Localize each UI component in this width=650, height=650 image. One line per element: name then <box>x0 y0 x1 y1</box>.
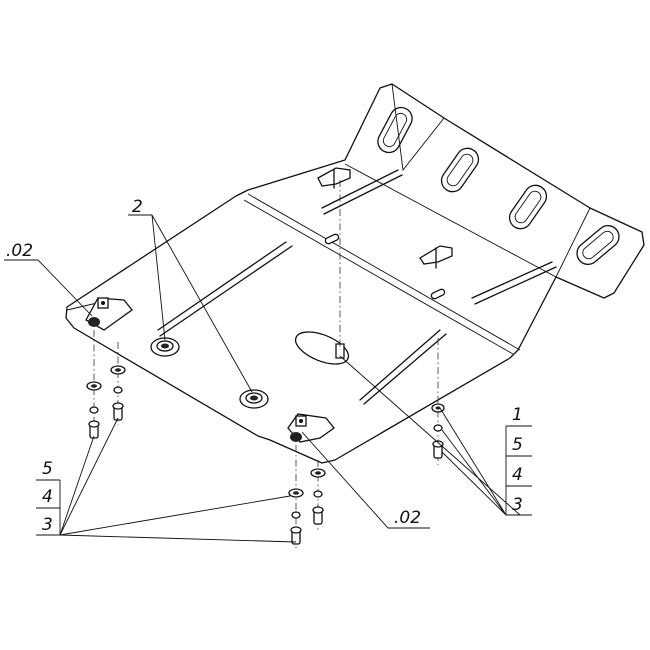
callout-right-3: 3 <box>512 495 523 515</box>
fastener-stack-front-2 <box>310 468 326 525</box>
callout-stack-left: 5 4 3 <box>36 417 297 543</box>
rib-center-top <box>321 169 403 215</box>
oval-slot-2 <box>440 147 480 193</box>
fold-tab-2 <box>430 288 446 300</box>
callout-stack-right: 1 5 4 3 <box>439 405 532 516</box>
rib-right-top <box>471 261 557 305</box>
callout-left-4: 4 <box>42 487 53 507</box>
callout-left-3: 3 <box>42 515 53 535</box>
callout-label-02-left: .02 <box>6 241 33 261</box>
callout-right-4: 4 <box>512 465 523 485</box>
front-fold-line <box>247 193 521 351</box>
fastener-stack-left-2 <box>110 365 126 421</box>
rubber-grommet-2 <box>239 389 269 409</box>
rear-fold-line <box>344 163 557 278</box>
front-mount-bracket <box>287 413 335 443</box>
fold-tab-1 <box>324 233 340 245</box>
callout-right-1: 1 <box>512 405 523 425</box>
upper-bracket-1 <box>317 167 351 189</box>
center-stud <box>335 343 345 359</box>
callout-left-5: 5 <box>42 459 53 479</box>
callout-right-5: 5 <box>512 435 523 455</box>
oval-slot-1 <box>377 106 413 154</box>
rib-front <box>359 329 447 405</box>
callout-label-02-bottom: .02 <box>394 508 421 528</box>
oval-slot-4 <box>576 224 620 266</box>
rear-fold-line-2 <box>391 83 445 172</box>
side-bend-right <box>555 207 591 278</box>
callout-leader-2 <box>128 214 253 393</box>
oval-slot-3 <box>508 184 548 230</box>
upper-bracket-2 <box>419 245 453 269</box>
callout-label-2: 2 <box>132 197 143 217</box>
callout-leader-02-bottom <box>301 431 430 529</box>
callout-leader-02-left <box>4 259 93 317</box>
fastener-stack-right <box>431 403 445 459</box>
left-mount-bracket <box>85 297 133 331</box>
front-fold-line-2 <box>243 199 514 355</box>
fastener-stack-front-1 <box>288 488 304 545</box>
rubber-grommet-1 <box>150 337 180 357</box>
callout-leader-center-stud <box>339 355 521 516</box>
center-access-hole <box>294 331 350 365</box>
fastener-stack-left-1 <box>86 381 102 439</box>
rib-left <box>157 241 293 337</box>
